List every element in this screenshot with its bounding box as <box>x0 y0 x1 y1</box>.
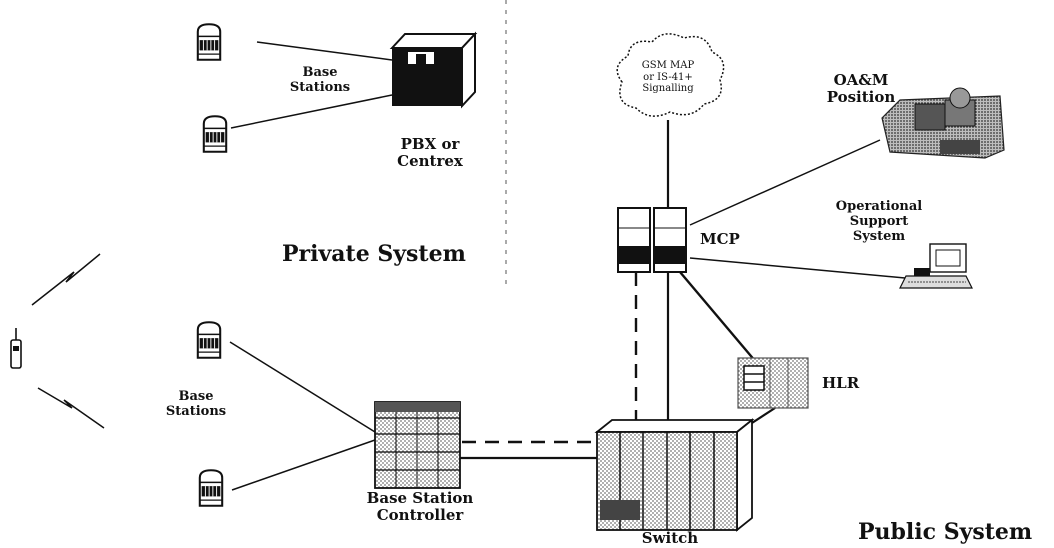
public-system-label: Public System <box>858 519 1033 545</box>
oss-terminal-icon <box>899 243 973 289</box>
mcp-icon <box>617 207 687 273</box>
link-mcp-oam <box>689 139 881 226</box>
radio-link-bolt-bottom <box>37 387 105 429</box>
link-bs1-pbx <box>256 41 393 61</box>
hlr-icon <box>737 357 809 409</box>
link-mcp-hlr <box>679 271 757 363</box>
hlr-label: HLR <box>822 374 860 392</box>
link-bs2-pbx <box>230 94 393 129</box>
link-bs4-bsc <box>231 439 376 491</box>
radio-link-bolt-top <box>31 253 101 306</box>
dashed-signalling-links <box>462 272 638 444</box>
pbx-icon <box>389 31 478 109</box>
link-mcp-oss <box>689 257 906 279</box>
link-bs3-bsc <box>229 341 376 433</box>
mobile-phone-icon <box>10 328 22 369</box>
oam-workstation-icon <box>881 87 1005 159</box>
base-station-2 <box>202 115 228 153</box>
signalling-cloud <box>616 33 725 117</box>
mcp-label: MCP <box>700 230 740 248</box>
switch-label: Switch <box>641 529 699 547</box>
switch-icon <box>594 418 755 532</box>
base-station-4 <box>198 469 224 507</box>
base-station-3 <box>196 321 222 359</box>
bsc-icon <box>374 401 461 489</box>
private-system-label: Private System <box>282 241 466 267</box>
base-station-1 <box>196 23 222 61</box>
